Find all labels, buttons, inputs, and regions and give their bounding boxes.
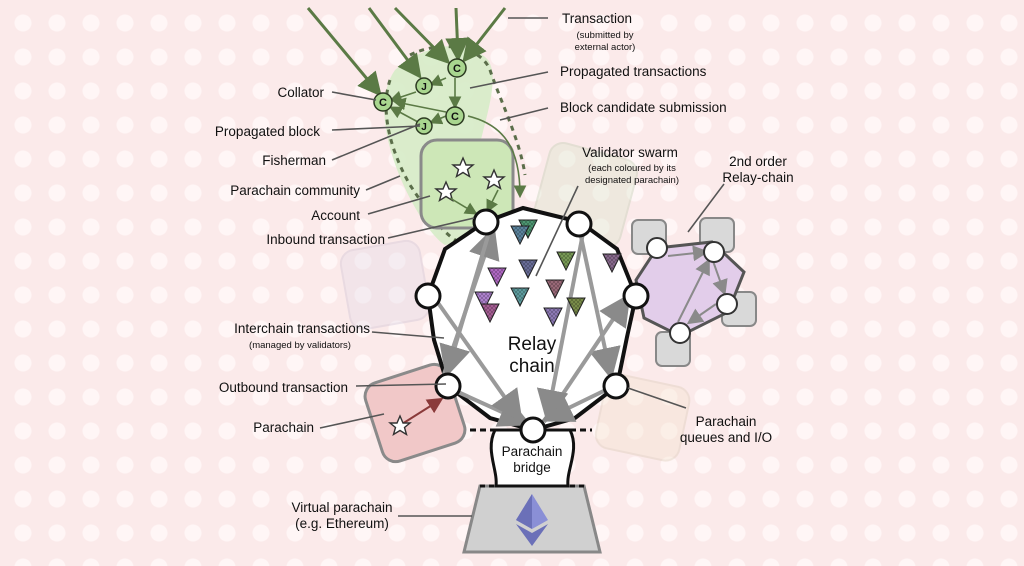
label-validator-swarm-sub: designated parachain) [585, 175, 679, 186]
label-interchain-transactions: Interchain transactions [234, 321, 370, 336]
relay-node [565, 210, 593, 238]
star-icon [388, 414, 412, 437]
validator-triangle-texture [557, 252, 575, 270]
validator-triangle-texture [488, 268, 506, 286]
star-icon [451, 156, 475, 179]
labels: Transaction (submitted by external actor… [215, 11, 794, 531]
label-fisherman: Fisherman [262, 153, 326, 168]
label-collator: Collator [277, 85, 324, 100]
svg-text:J: J [421, 82, 427, 93]
label-virtual-parachain: (e.g. Ethereum) [295, 516, 389, 531]
collator-nodes: C J C C J [373, 58, 467, 135]
virtual-parachain [462, 484, 602, 554]
relay-node [519, 416, 547, 444]
relay-chain-label: chain [509, 356, 554, 377]
label-transaction-sub: (submitted by [576, 30, 633, 41]
validator-triangle-texture [511, 226, 529, 244]
label-inbound-transaction: Inbound transaction [266, 232, 385, 247]
second-order-relay-chain [631, 217, 757, 367]
label-account: Account [311, 208, 360, 223]
label-virtual-parachain: Virtual parachain [291, 500, 392, 515]
label-second-order: Relay-chain [722, 170, 793, 185]
label-propagated-transactions: Propagated transactions [560, 64, 707, 79]
relay-chain-label: Relay [508, 334, 557, 355]
label-outbound-transaction: Outbound transaction [219, 380, 348, 395]
svg-text:C: C [451, 111, 459, 123]
svg-text:C: C [453, 63, 461, 75]
label-validator-swarm-sub: (each coloured by its [588, 163, 676, 174]
collator-node: C [445, 106, 465, 126]
account-stars [434, 156, 506, 203]
collator-network [388, 74, 527, 199]
label-second-order: 2nd order [729, 154, 787, 169]
validator-triangle-texture [475, 292, 493, 310]
label-propagated-block: Propagated block [215, 124, 320, 139]
validator-triangle-texture [511, 288, 529, 306]
label-parachain: Parachain [253, 420, 314, 435]
ethereum-icon [516, 494, 548, 546]
validator-triangle-texture [546, 280, 564, 298]
collator-node: C [373, 92, 393, 112]
validator-triangle-texture [603, 254, 621, 272]
relay-node [622, 282, 650, 310]
parachain-bridge-label: Parachain [502, 444, 563, 459]
relay-node [414, 282, 442, 310]
transaction-arrows [306, 6, 507, 97]
label-transaction-sub: external actor) [575, 42, 636, 53]
leader-lines [319, 17, 725, 517]
label-block-candidate-submission: Block candidate submission [560, 100, 727, 115]
label-parachain-queues: Parachain [696, 414, 757, 429]
svg-text:J: J [421, 122, 427, 133]
fisherman-node: J [415, 77, 433, 95]
validator-swarm [474, 219, 622, 328]
validator-triangle-texture [567, 298, 585, 316]
relay-node [472, 208, 500, 236]
label-transaction: Transaction [562, 11, 632, 26]
interchain-arrows [434, 226, 631, 427]
label-parachain-community: Parachain community [230, 183, 360, 198]
svg-text:C: C [379, 97, 387, 109]
relay-node [602, 372, 630, 400]
relay-node [434, 372, 462, 400]
validator-triangle-texture [519, 260, 537, 278]
label-validator-swarm: Validator swarm [582, 145, 678, 160]
parachain-bridge-label: bridge [513, 460, 551, 475]
label-parachain-queues: queues and I/O [680, 430, 772, 445]
fisherman-node: J [415, 117, 433, 135]
star-icon [434, 180, 458, 203]
validator-triangle-texture [481, 304, 499, 322]
label-interchain-transactions-sub: (managed by validators) [249, 340, 351, 351]
validator-triangle-texture [544, 308, 562, 326]
relay-chain: Relay chain Parachain bridge [414, 205, 650, 488]
collator-node: C [447, 58, 467, 78]
star-icon [482, 168, 506, 191]
